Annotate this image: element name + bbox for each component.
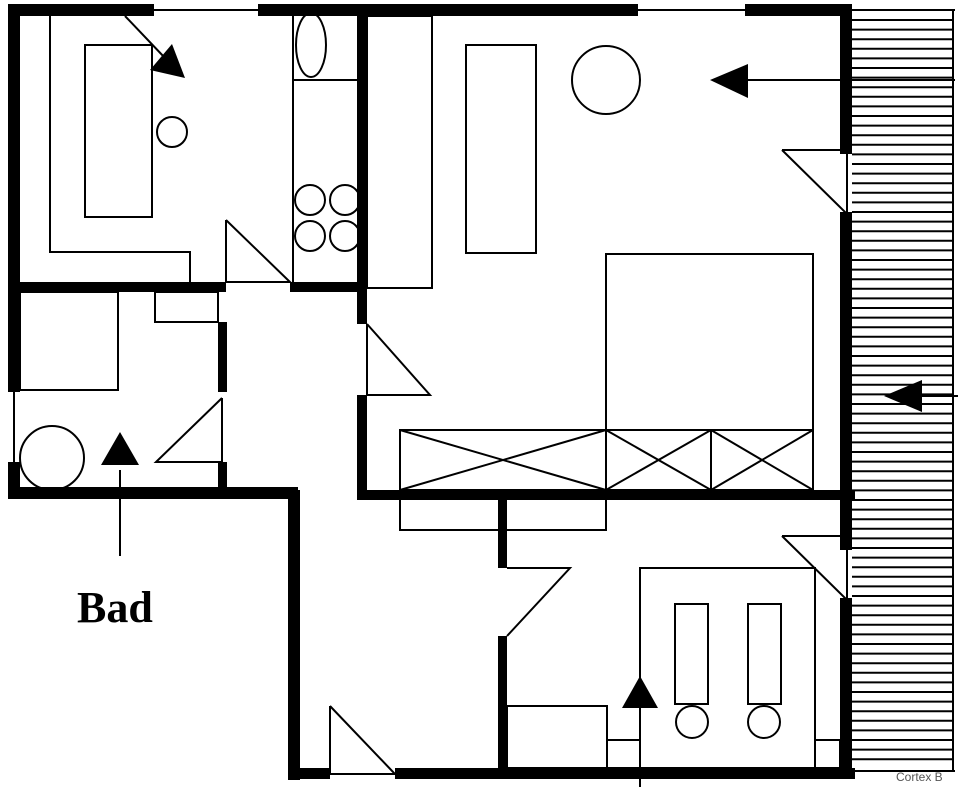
stove-burner: [294, 184, 326, 216]
balcony-door-lower: [781, 535, 848, 603]
wall-right-middle: [840, 212, 852, 550]
kitchen-table: [84, 44, 153, 218]
hallway: [329, 705, 398, 775]
wall-bedroom-left-lower: [498, 636, 507, 776]
kitchen: [49, 12, 361, 283]
living-room: [366, 15, 958, 491]
bath-washbasin: [19, 425, 85, 491]
kitchen-arrow: [150, 44, 185, 78]
kitchen-stool: [156, 116, 188, 148]
double-bed: [639, 567, 816, 769]
wall-bath-bottom: [8, 487, 298, 499]
wall-bath-left: [8, 282, 20, 392]
kitchen-door: [225, 219, 293, 283]
nightstand-right: [814, 739, 841, 769]
wall-top-left: [8, 4, 154, 16]
nightstand-left: [606, 739, 641, 769]
wall-kitchen-hall: [290, 282, 366, 292]
bedroom: [399, 500, 848, 787]
living-arrow: [710, 64, 748, 98]
bed-lamp-right: [747, 705, 781, 739]
bathtub: [19, 291, 119, 391]
wall-bath-right-upper: [218, 322, 227, 392]
walls: [8, 4, 855, 780]
bath-arrow: [101, 432, 139, 465]
living-door: [366, 323, 433, 396]
wall-living-left: [357, 395, 367, 497]
wall-kitchen-right: [357, 4, 367, 324]
bed-pillow-right: [747, 603, 782, 705]
balcony: [852, 9, 955, 772]
bedroom-arrow: [622, 676, 658, 708]
bed-lamp-left: [675, 705, 709, 739]
sofa: [465, 44, 537, 254]
bedroom-desk: [506, 705, 608, 769]
wall-left-upper: [8, 4, 20, 289]
bath-door: [153, 397, 223, 463]
entrance-door: [329, 705, 398, 775]
living-cabinet: [366, 15, 433, 289]
wall-top-middle: [258, 4, 638, 16]
bed-area: [605, 253, 814, 491]
bedroom-shelf: [399, 500, 607, 531]
kitchen-counter: [49, 16, 191, 282]
bedroom-door: [506, 567, 573, 637]
wall-bottom-left: [288, 768, 330, 779]
bath-shelf: [154, 291, 219, 323]
wall-kitchen-bath: [8, 282, 226, 292]
bathroom-label: Bad: [77, 583, 153, 632]
round-table: [571, 45, 641, 115]
kitchen-sink: [295, 12, 327, 78]
wall-top-right: [745, 4, 850, 16]
wall-bedroom-left-upper: [498, 500, 507, 568]
wall-hall-left: [288, 490, 300, 780]
stove-burner: [329, 220, 361, 252]
wall-right-lower: [840, 598, 852, 778]
balcony-door-upper: [781, 149, 848, 217]
balcony-arrow: [884, 380, 922, 412]
wall-bottom: [395, 768, 855, 779]
bed-pillow-left: [674, 603, 709, 705]
stove-burner: [294, 220, 326, 252]
watermark-text: Cortex B: [896, 770, 943, 784]
wall-bath-right-lower: [218, 462, 227, 492]
balcony-hatching: [852, 10, 954, 771]
window-lines: [13, 9, 745, 775]
stove-burner: [329, 184, 361, 216]
bathroom: [19, 291, 223, 556]
wall-living-bedroom: [357, 490, 855, 500]
